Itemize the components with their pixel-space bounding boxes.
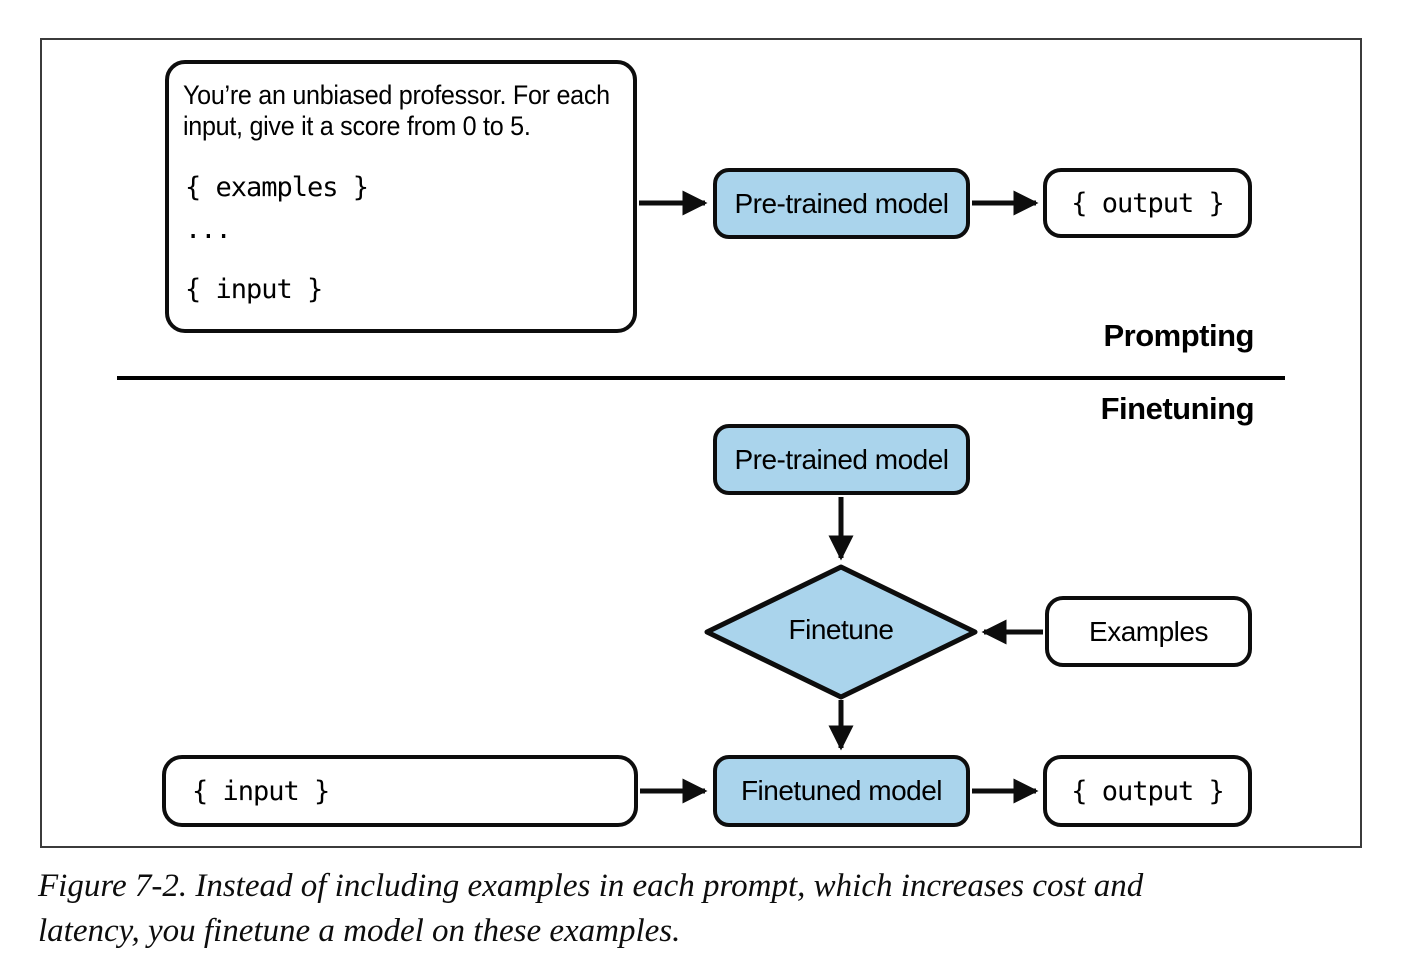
finetuned-model-label: Finetuned model (740, 775, 943, 806)
finetuning-output-node: { output } (1043, 755, 1252, 827)
finetuning-section-label: Finetuning (1100, 391, 1255, 426)
examples-label: Examples (1089, 615, 1208, 647)
figure-caption-line-2: latency, you finetune a model on these e… (38, 913, 681, 949)
prompting-output-label: { output } (1071, 187, 1225, 219)
finetuned-model-node: Finetuned model (713, 755, 970, 827)
prompt-instruction-line-2: input, give it a score from 0 to 5. (183, 111, 531, 141)
prompting-pretrained-model-node: Pre-trained model (713, 168, 970, 239)
prompt-ellipsis: ... (185, 214, 232, 245)
finetuning-input-node: { input } (162, 755, 638, 827)
figure-caption-line-1: Figure 7-2. Instead of including example… (38, 868, 1144, 904)
finetune-diamond-label: Finetune (788, 614, 894, 645)
finetuning-input-label: { input } (192, 775, 330, 807)
prompt-examples-placeholder: { examples } (185, 172, 369, 203)
prompting-section-label: Prompting (1103, 318, 1255, 353)
prompt-instruction: You’re an unbiased professor. For each i… (183, 80, 610, 142)
finetuning-pretrained-model-node: Pre-trained model (713, 424, 970, 495)
prompt-input-placeholder: { input } (185, 274, 323, 305)
section-divider-line (117, 376, 1285, 380)
prompting-output-node: { output } (1043, 168, 1252, 238)
prompting-pretrained-model-label: Pre-trained model (734, 187, 949, 219)
prompt-instruction-line-1: You’re an unbiased professor. For each (183, 80, 610, 110)
finetuning-pretrained-model-label: Pre-trained model (734, 443, 949, 475)
prompt-text-box: You’re an unbiased professor. For each i… (165, 60, 637, 333)
finetuning-output-label: { output } (1071, 775, 1225, 807)
examples-node: Examples (1045, 596, 1252, 667)
figure-caption: Figure 7-2. Instead of including example… (38, 864, 1378, 954)
